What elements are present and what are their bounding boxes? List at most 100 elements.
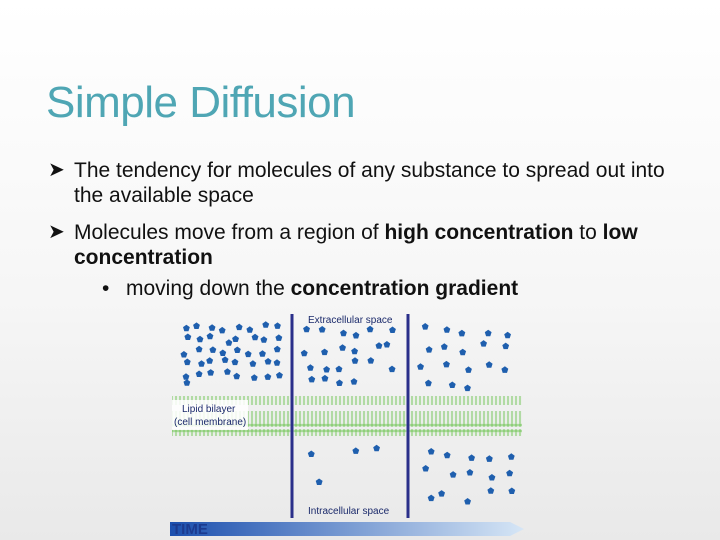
molecule-extracellular: [421, 323, 429, 330]
molecule-intracellular: [373, 444, 380, 452]
bullet-item: ➤ The tendency for molecules of any subs…: [48, 158, 688, 208]
molecule-intracellular: [466, 469, 474, 476]
molecule-extracellular: [208, 324, 216, 331]
molecule-extracellular: [300, 349, 308, 357]
molecule-extracellular: [275, 334, 283, 341]
molecule-extracellular: [184, 333, 192, 340]
molecule-extracellular: [307, 364, 314, 371]
bullet-bold-text: low concentration: [74, 221, 638, 269]
molecule-intracellular: [507, 453, 515, 460]
molecule-extracellular: [235, 323, 243, 331]
molecule-extracellular: [459, 348, 467, 356]
molecule-extracellular: [440, 343, 448, 350]
membrane-label-line2: (cell membrane): [174, 417, 246, 428]
molecule-extracellular: [485, 361, 493, 368]
sub-bullet-text: moving down the: [126, 277, 291, 300]
molecule-intracellular: [443, 451, 451, 459]
molecule-intracellular: [427, 448, 435, 455]
molecule-extracellular: [321, 348, 328, 356]
molecule-extracellular: [264, 373, 272, 380]
molecule-extracellular: [339, 344, 346, 351]
molecule-extracellular: [195, 345, 203, 353]
bullet-text: Molecules move from a region of: [74, 221, 385, 244]
molecule-extracellular: [225, 339, 233, 346]
molecule-extracellular: [196, 335, 204, 343]
molecule-extracellular: [233, 372, 241, 380]
molecule-extracellular: [321, 374, 329, 382]
molecule-extracellular: [264, 358, 272, 365]
molecule-extracellular: [458, 329, 466, 337]
molecule-extracellular: [276, 371, 283, 379]
molecule-extracellular: [336, 379, 343, 386]
molecule-intracellular: [422, 465, 430, 472]
molecule-extracellular: [484, 329, 492, 337]
bullet-text: The tendency for molecules of any substa…: [74, 159, 665, 207]
molecule-extracellular: [198, 360, 205, 367]
molecule-extracellular: [448, 381, 456, 388]
molecule-extracellular: [246, 326, 254, 333]
molecule-intracellular: [427, 494, 435, 502]
molecule-intracellular: [315, 478, 323, 485]
molecule-extracellular: [206, 357, 214, 364]
bullet-bold-text: high concentration: [384, 221, 574, 244]
dot-bullet-icon: •: [102, 277, 110, 300]
molecule-extracellular: [183, 358, 191, 366]
diffusion-figure: Lipid bilayer (cell membrane) Extracellu…: [170, 308, 530, 540]
molecule-intracellular: [485, 455, 493, 462]
molecule-extracellular: [425, 379, 432, 387]
molecule-extracellular: [351, 357, 359, 364]
molecule-extracellular: [340, 329, 347, 337]
molecules-layer: [180, 321, 516, 505]
molecule-extracellular: [221, 356, 229, 363]
molecule-extracellular: [249, 360, 257, 367]
extracellular-label: Extracellular space: [308, 315, 393, 326]
molecule-extracellular: [193, 322, 200, 329]
molecule-extracellular: [323, 366, 330, 373]
molecule-extracellular: [224, 368, 231, 375]
time-label: TIME: [172, 521, 208, 538]
bullet-item: ➤ Molecules move from a region of high c…: [48, 220, 688, 301]
molecule-extracellular: [231, 358, 239, 366]
molecule-extracellular: [244, 350, 252, 358]
molecule-extracellular: [417, 363, 424, 370]
diffusion-diagram: Lipid bilayer (cell membrane) Extracellu…: [170, 314, 524, 538]
molecule-extracellular: [308, 375, 316, 383]
molecule-extracellular: [504, 331, 511, 339]
molecule-extracellular: [180, 351, 188, 358]
molecule-extracellular: [375, 342, 383, 349]
molecule-extracellular: [443, 360, 450, 368]
molecule-extracellular: [352, 331, 360, 339]
molecule-extracellular: [274, 322, 281, 329]
molecule-intracellular: [307, 450, 315, 457]
molecule-intracellular: [488, 474, 496, 481]
molecule-extracellular: [367, 357, 375, 364]
molecule-extracellular: [232, 335, 239, 342]
molecule-intracellular: [449, 471, 457, 478]
molecule-extracellular: [388, 365, 396, 373]
molecule-extracellular: [260, 336, 268, 343]
sub-bullet-item: • moving down the concentration gradient: [74, 276, 688, 301]
molecule-extracellular: [206, 332, 214, 340]
molecule-extracellular: [195, 370, 203, 377]
molecule-extracellular: [502, 342, 510, 350]
molecule-extracellular: [219, 349, 227, 356]
molecule-extracellular: [183, 379, 191, 386]
molecule-extracellular: [443, 326, 451, 333]
molecule-extracellular: [250, 374, 258, 381]
molecule-extracellular: [273, 359, 281, 366]
molecule-extracellular: [464, 384, 471, 392]
molecule-extracellular: [183, 324, 190, 332]
slide-title: Simple Diffusion: [46, 78, 356, 127]
molecule-extracellular: [425, 346, 433, 353]
molecule-extracellular: [218, 326, 226, 334]
molecule-intracellular: [506, 469, 514, 477]
molecule-intracellular: [438, 490, 445, 497]
molecule-extracellular: [182, 373, 190, 380]
molecule-extracellular: [273, 345, 281, 353]
molecule-extracellular: [251, 333, 259, 341]
molecule-intracellular: [352, 447, 360, 454]
molecule-intracellular: [487, 487, 495, 494]
molecule-extracellular: [501, 366, 509, 373]
molecule-extracellular: [207, 369, 215, 376]
molecule-extracellular: [233, 346, 241, 353]
